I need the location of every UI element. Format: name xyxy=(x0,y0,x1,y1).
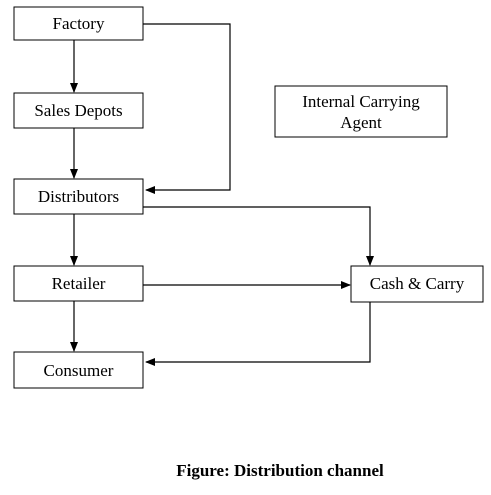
node-consumer-label: Consumer xyxy=(44,361,114,380)
node-distributors: Distributors xyxy=(13,178,144,215)
edge-factory-to-distributors xyxy=(143,23,231,194)
edge-distributors-to-cash-carry xyxy=(143,206,374,266)
node-consumer: Consumer xyxy=(13,351,144,389)
node-cash-carry: Cash & Carry xyxy=(350,265,484,303)
edge-cash-carry-to-consumer xyxy=(145,302,371,366)
edges xyxy=(70,23,374,366)
node-distributors-label: Distributors xyxy=(38,187,119,206)
node-cash-carry-label: Cash & Carry xyxy=(370,274,465,293)
node-internal-agent-label-line1: Internal Carrying xyxy=(302,92,420,111)
figure-caption: Figure: Distribution channel xyxy=(176,461,384,480)
node-factory-label: Factory xyxy=(53,14,105,33)
node-retailer: Retailer xyxy=(13,265,144,302)
node-factory: Factory xyxy=(13,6,144,41)
node-sales-depots-label: Sales Depots xyxy=(34,101,122,120)
node-internal-carrying-agent: Internal Carrying Agent xyxy=(274,85,448,138)
node-sales-depots: Sales Depots xyxy=(13,92,144,129)
node-retailer-label: Retailer xyxy=(52,274,106,293)
distribution-channel-diagram: Factory Sales Depots Distributors Retail… xyxy=(13,6,484,389)
node-internal-agent-label-line2: Agent xyxy=(340,113,382,132)
